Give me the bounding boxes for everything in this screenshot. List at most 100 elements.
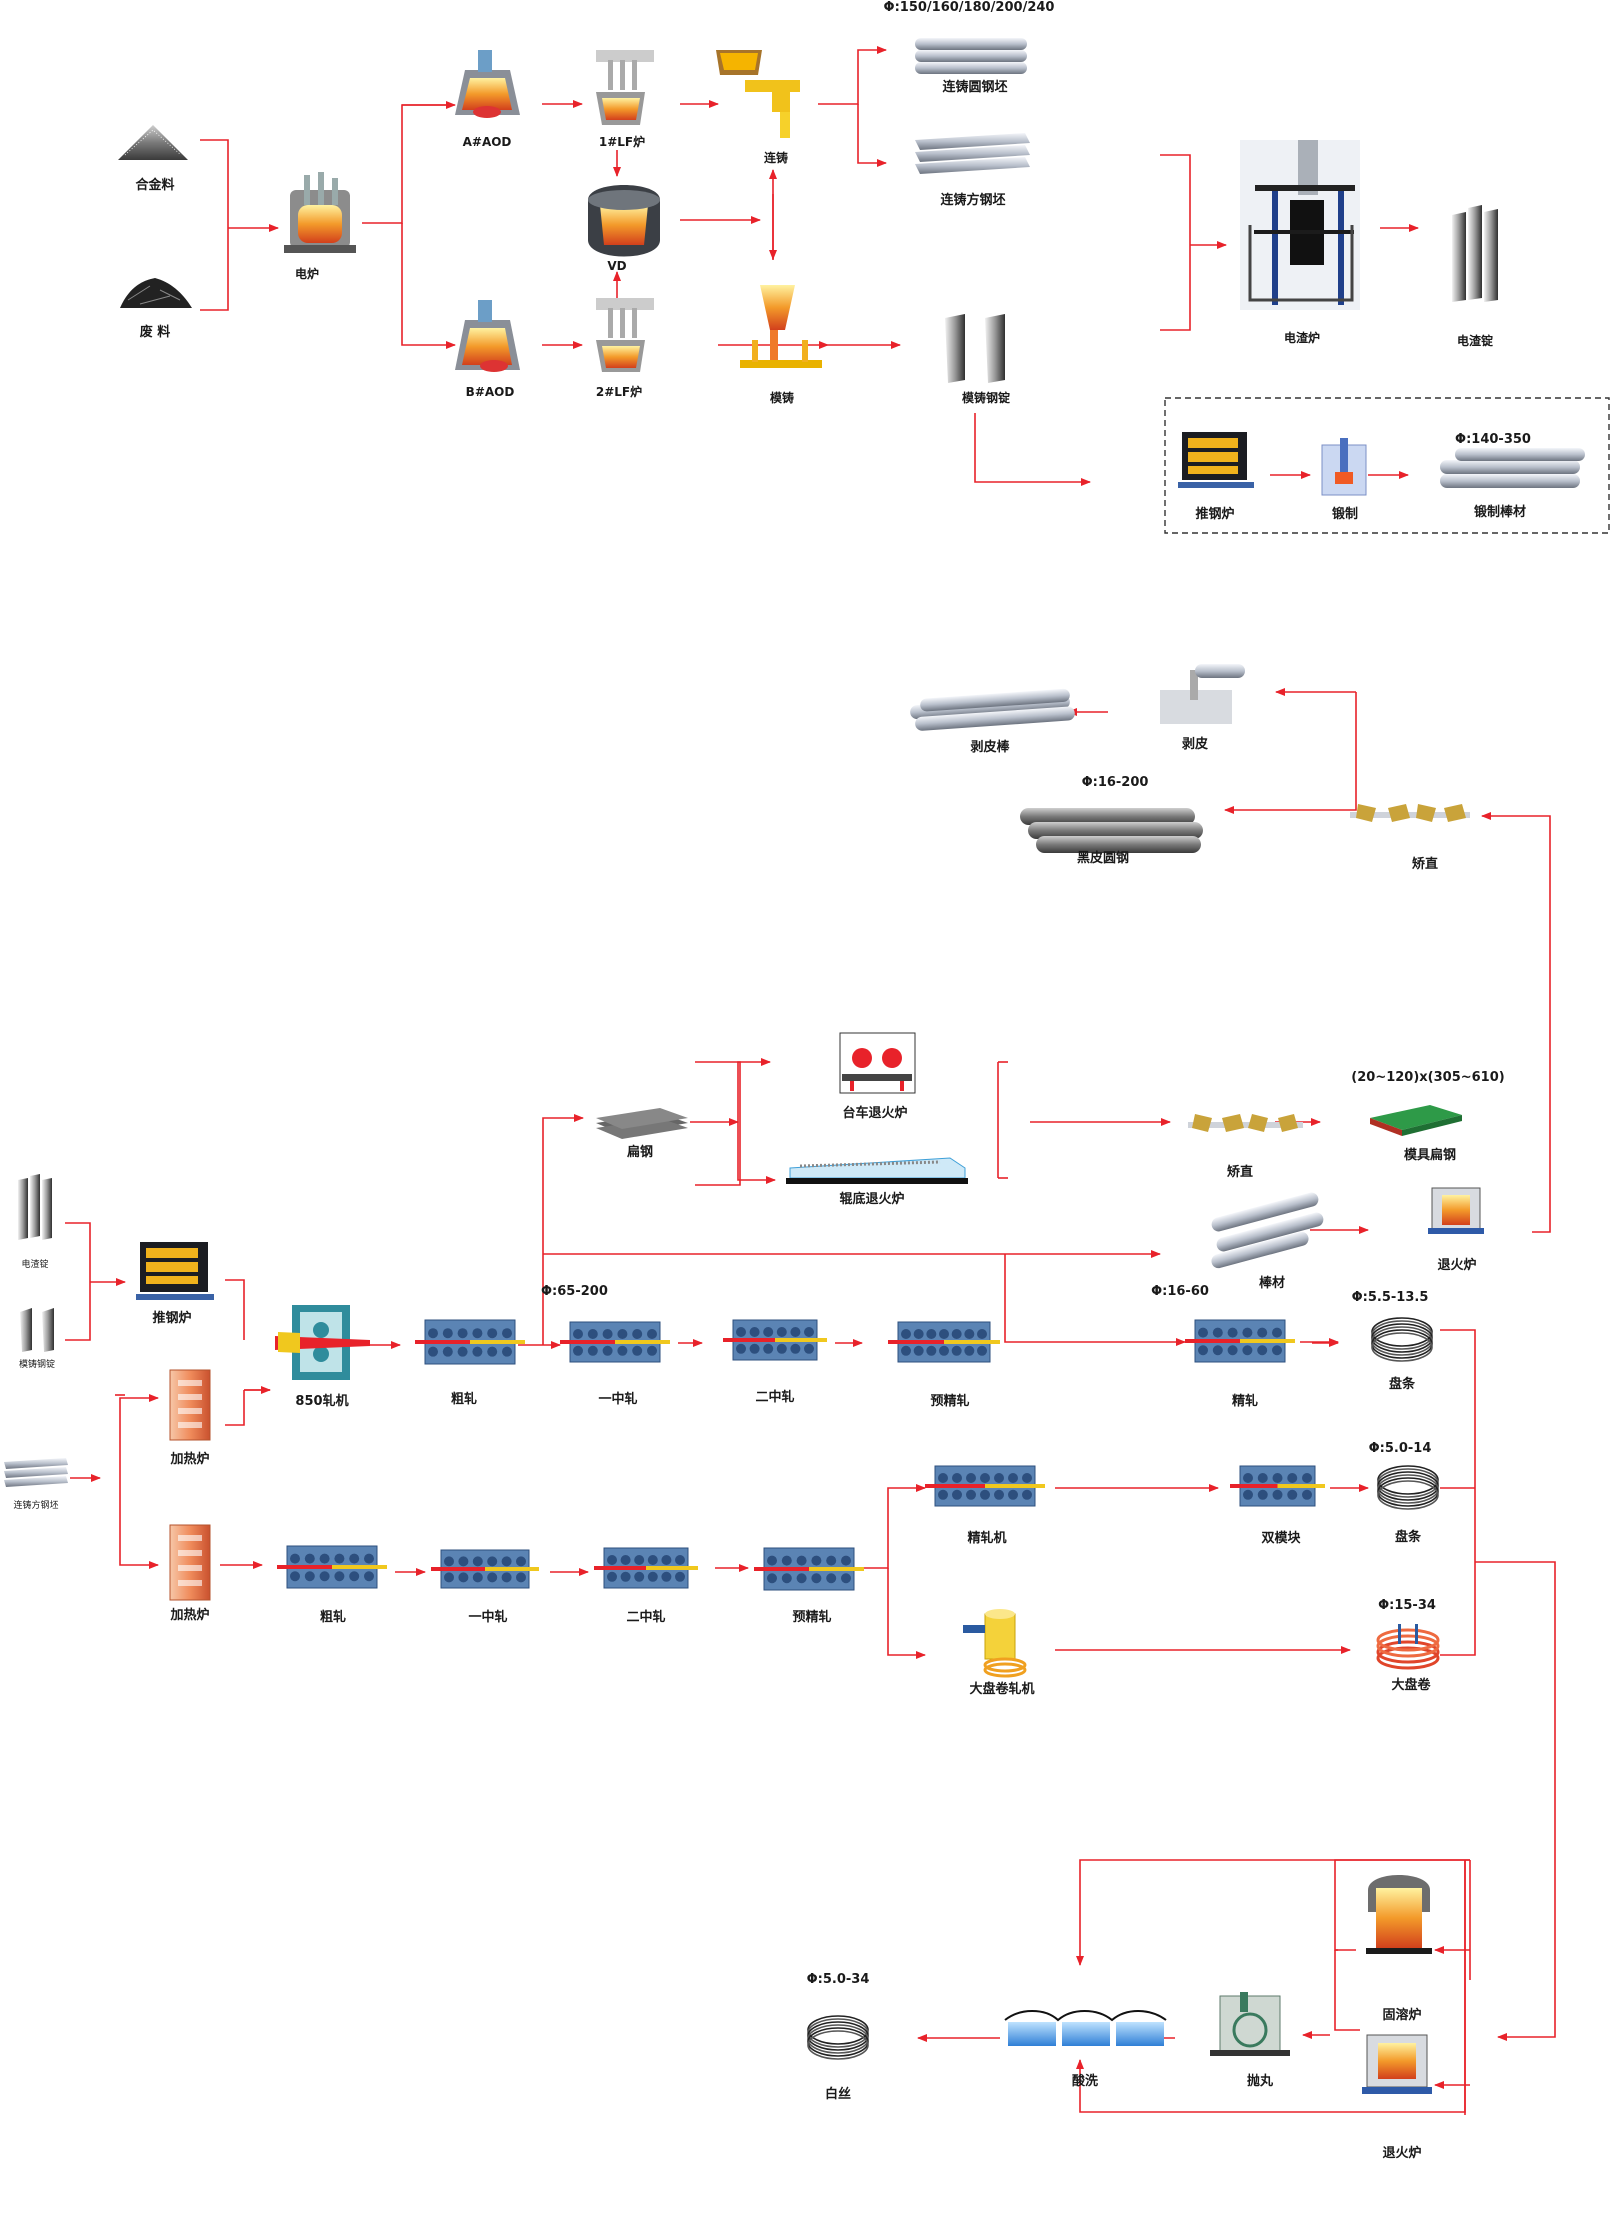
square-billet-small-icon bbox=[4, 1458, 68, 1487]
reheat-furnace-icon bbox=[169, 1369, 211, 1441]
pickling-tanks-icon bbox=[1004, 2010, 1167, 2046]
solution-furnace-label: 固溶炉 bbox=[1382, 2008, 1422, 2023]
esr-ingot-small-icon bbox=[18, 1174, 52, 1240]
flat-steel-label: 扁钢 bbox=[626, 1145, 654, 1160]
inter2-1-label: 二中轧 bbox=[755, 1390, 795, 1405]
roller-furnace-label: 辊底退火炉 bbox=[839, 1192, 905, 1207]
rolling-stand-inter2-1-icon bbox=[723, 1319, 827, 1361]
spec-16-60-label: Φ:16-60 bbox=[1151, 1284, 1209, 1299]
ic-label: 模铸 bbox=[769, 391, 795, 405]
rolling-stand-finish-icon bbox=[1185, 1319, 1295, 1363]
black-bar-label: 黑皮圆钢 bbox=[1076, 851, 1130, 866]
aod-b-icon bbox=[455, 300, 520, 372]
roller-hearth-furnace-icon bbox=[786, 1157, 968, 1184]
lf1-label: 1#LF炉 bbox=[598, 135, 646, 149]
bogie-furnace-label: 台车退火炉 bbox=[842, 1106, 908, 1121]
white-wire-label: 白丝 bbox=[824, 2087, 852, 2102]
peeled-bar-icon bbox=[910, 688, 1075, 731]
prefinish-1-label: 预精轧 bbox=[930, 1394, 970, 1409]
esr-label: 电渣炉 bbox=[1283, 331, 1321, 345]
esr-ingot-label: 电渣锭 bbox=[1456, 334, 1494, 348]
rolling-stand-double-block-icon bbox=[1230, 1465, 1325, 1507]
alloy-pile-icon bbox=[118, 125, 188, 160]
straighten-1-label: 矫直 bbox=[1411, 857, 1439, 872]
vd-label: VD bbox=[607, 259, 627, 273]
cc-square-small-label: 连铸方钢坯 bbox=[13, 1501, 59, 1511]
continuous-caster-icon bbox=[716, 50, 800, 138]
white-wire-coil-icon bbox=[807, 2015, 869, 2060]
die-flat-label: 模具扁钢 bbox=[1403, 1148, 1457, 1163]
solution-furnace-icon bbox=[1366, 1875, 1432, 1954]
cc-round-spec: Φ:150/160/180/200/240 bbox=[883, 0, 1055, 15]
mill850-label: 850轧机 bbox=[295, 1394, 349, 1409]
rolling-stands bbox=[277, 1319, 1325, 1591]
reheat-1-label: 加热炉 bbox=[170, 1452, 210, 1467]
scrap-pile-icon bbox=[120, 278, 192, 308]
die-flat-steel-icon bbox=[1370, 1105, 1462, 1136]
prefinish-2-label: 预精轧 bbox=[792, 1610, 832, 1625]
anneal-furnace-icon bbox=[1428, 1187, 1484, 1234]
aod-b-label: B#AOD bbox=[465, 385, 515, 399]
white-spec: Φ:5.0-34 bbox=[806, 1972, 870, 1987]
rolling-stand-prefinish-2-icon bbox=[754, 1547, 864, 1591]
aod-a-label: A#AOD bbox=[462, 135, 512, 149]
coil1-label: 盘条 bbox=[1388, 1377, 1416, 1392]
reheat-2-label: 加热炉 bbox=[170, 1608, 210, 1623]
vd-vessel-icon bbox=[588, 185, 660, 257]
push-furnace-label: 推钢炉 bbox=[1195, 507, 1235, 522]
electric-furnace-icon bbox=[284, 172, 356, 253]
ingot-label: 模铸钢锭 bbox=[961, 391, 1011, 405]
rolling-stand-rough-1-icon bbox=[415, 1319, 525, 1365]
cast-ingot-small-icon bbox=[20, 1308, 54, 1352]
peeling-machine-icon bbox=[1160, 664, 1245, 724]
rough-2-label: 粗轧 bbox=[319, 1610, 347, 1625]
flow-arrows bbox=[65, 46, 1556, 2115]
shot-blast-icon bbox=[1210, 1992, 1290, 2056]
wire-coils bbox=[807, 1317, 1439, 2060]
ingot-small-label: 模铸钢锭 bbox=[18, 1360, 56, 1370]
forged-bar-icon bbox=[1440, 448, 1585, 488]
big-coil-spec: Φ:15-34 bbox=[1378, 1598, 1436, 1613]
esr-ingot-small-label: 电渣锭 bbox=[21, 1260, 49, 1270]
finish-mill-label: 精轧机 bbox=[967, 1531, 1007, 1546]
lf2-furnace-icon bbox=[596, 298, 654, 372]
forging-label: 锻制 bbox=[1331, 507, 1359, 522]
rolling-stand-inter1-1-icon bbox=[560, 1321, 670, 1363]
lf2-label: 2#LF炉 bbox=[595, 385, 643, 399]
inter2-2-label: 二中轧 bbox=[626, 1610, 666, 1625]
push-furnace-2-label: 推钢炉 bbox=[152, 1311, 192, 1326]
round-billet-icon bbox=[915, 38, 1027, 74]
cc-round-label: 连铸圆钢坯 bbox=[942, 80, 1008, 95]
coil2-coil-icon bbox=[1377, 1465, 1439, 1510]
aod-a-icon bbox=[455, 50, 520, 118]
mill-850-icon bbox=[275, 1305, 370, 1380]
cc-square-label: 连铸方钢坯 bbox=[940, 193, 1006, 208]
forged-bar-label: 锻制棒材 bbox=[1473, 505, 1527, 520]
anneal-furnace-icon bbox=[1362, 2034, 1432, 2094]
pickling-label: 酸洗 bbox=[1071, 2074, 1099, 2089]
rolling-stand-inter2-2-icon bbox=[594, 1547, 698, 1589]
die-flat-spec: (20~120)x(305~610) bbox=[1351, 1070, 1505, 1085]
forging-press-icon bbox=[1321, 438, 1367, 496]
coil2-spec: Φ:5.0-14 bbox=[1368, 1441, 1432, 1456]
esr-ingot-icon bbox=[1452, 205, 1498, 302]
rolling-stand-finish-mill-icon bbox=[925, 1465, 1045, 1507]
coil1-spec: Φ:5.5-13.5 bbox=[1351, 1290, 1429, 1305]
inter1-1-label: 一中轧 bbox=[598, 1392, 638, 1407]
black-spec: Φ:16-200 bbox=[1081, 775, 1149, 790]
peeled-bar-label: 剥皮棒 bbox=[970, 740, 1010, 755]
rough-1-label: 粗轧 bbox=[450, 1392, 478, 1407]
big-coil-mill-icon bbox=[963, 1609, 1027, 1678]
straighten-2-label: 矫直 bbox=[1226, 1165, 1254, 1180]
big-coil-mill-label: 大盘卷轧机 bbox=[969, 1682, 1035, 1697]
shot-blast-label: 抛丸 bbox=[1246, 2074, 1274, 2089]
cast-ingot-icon bbox=[945, 314, 1005, 383]
bar-label: 棒材 bbox=[1258, 1276, 1286, 1291]
lf1-furnace-icon bbox=[596, 50, 654, 125]
straightener-icon bbox=[1188, 1114, 1303, 1132]
reheat-furnace-icon bbox=[169, 1524, 211, 1601]
forging-route-box bbox=[1164, 397, 1610, 534]
eaf-label: 电炉 bbox=[294, 267, 320, 281]
